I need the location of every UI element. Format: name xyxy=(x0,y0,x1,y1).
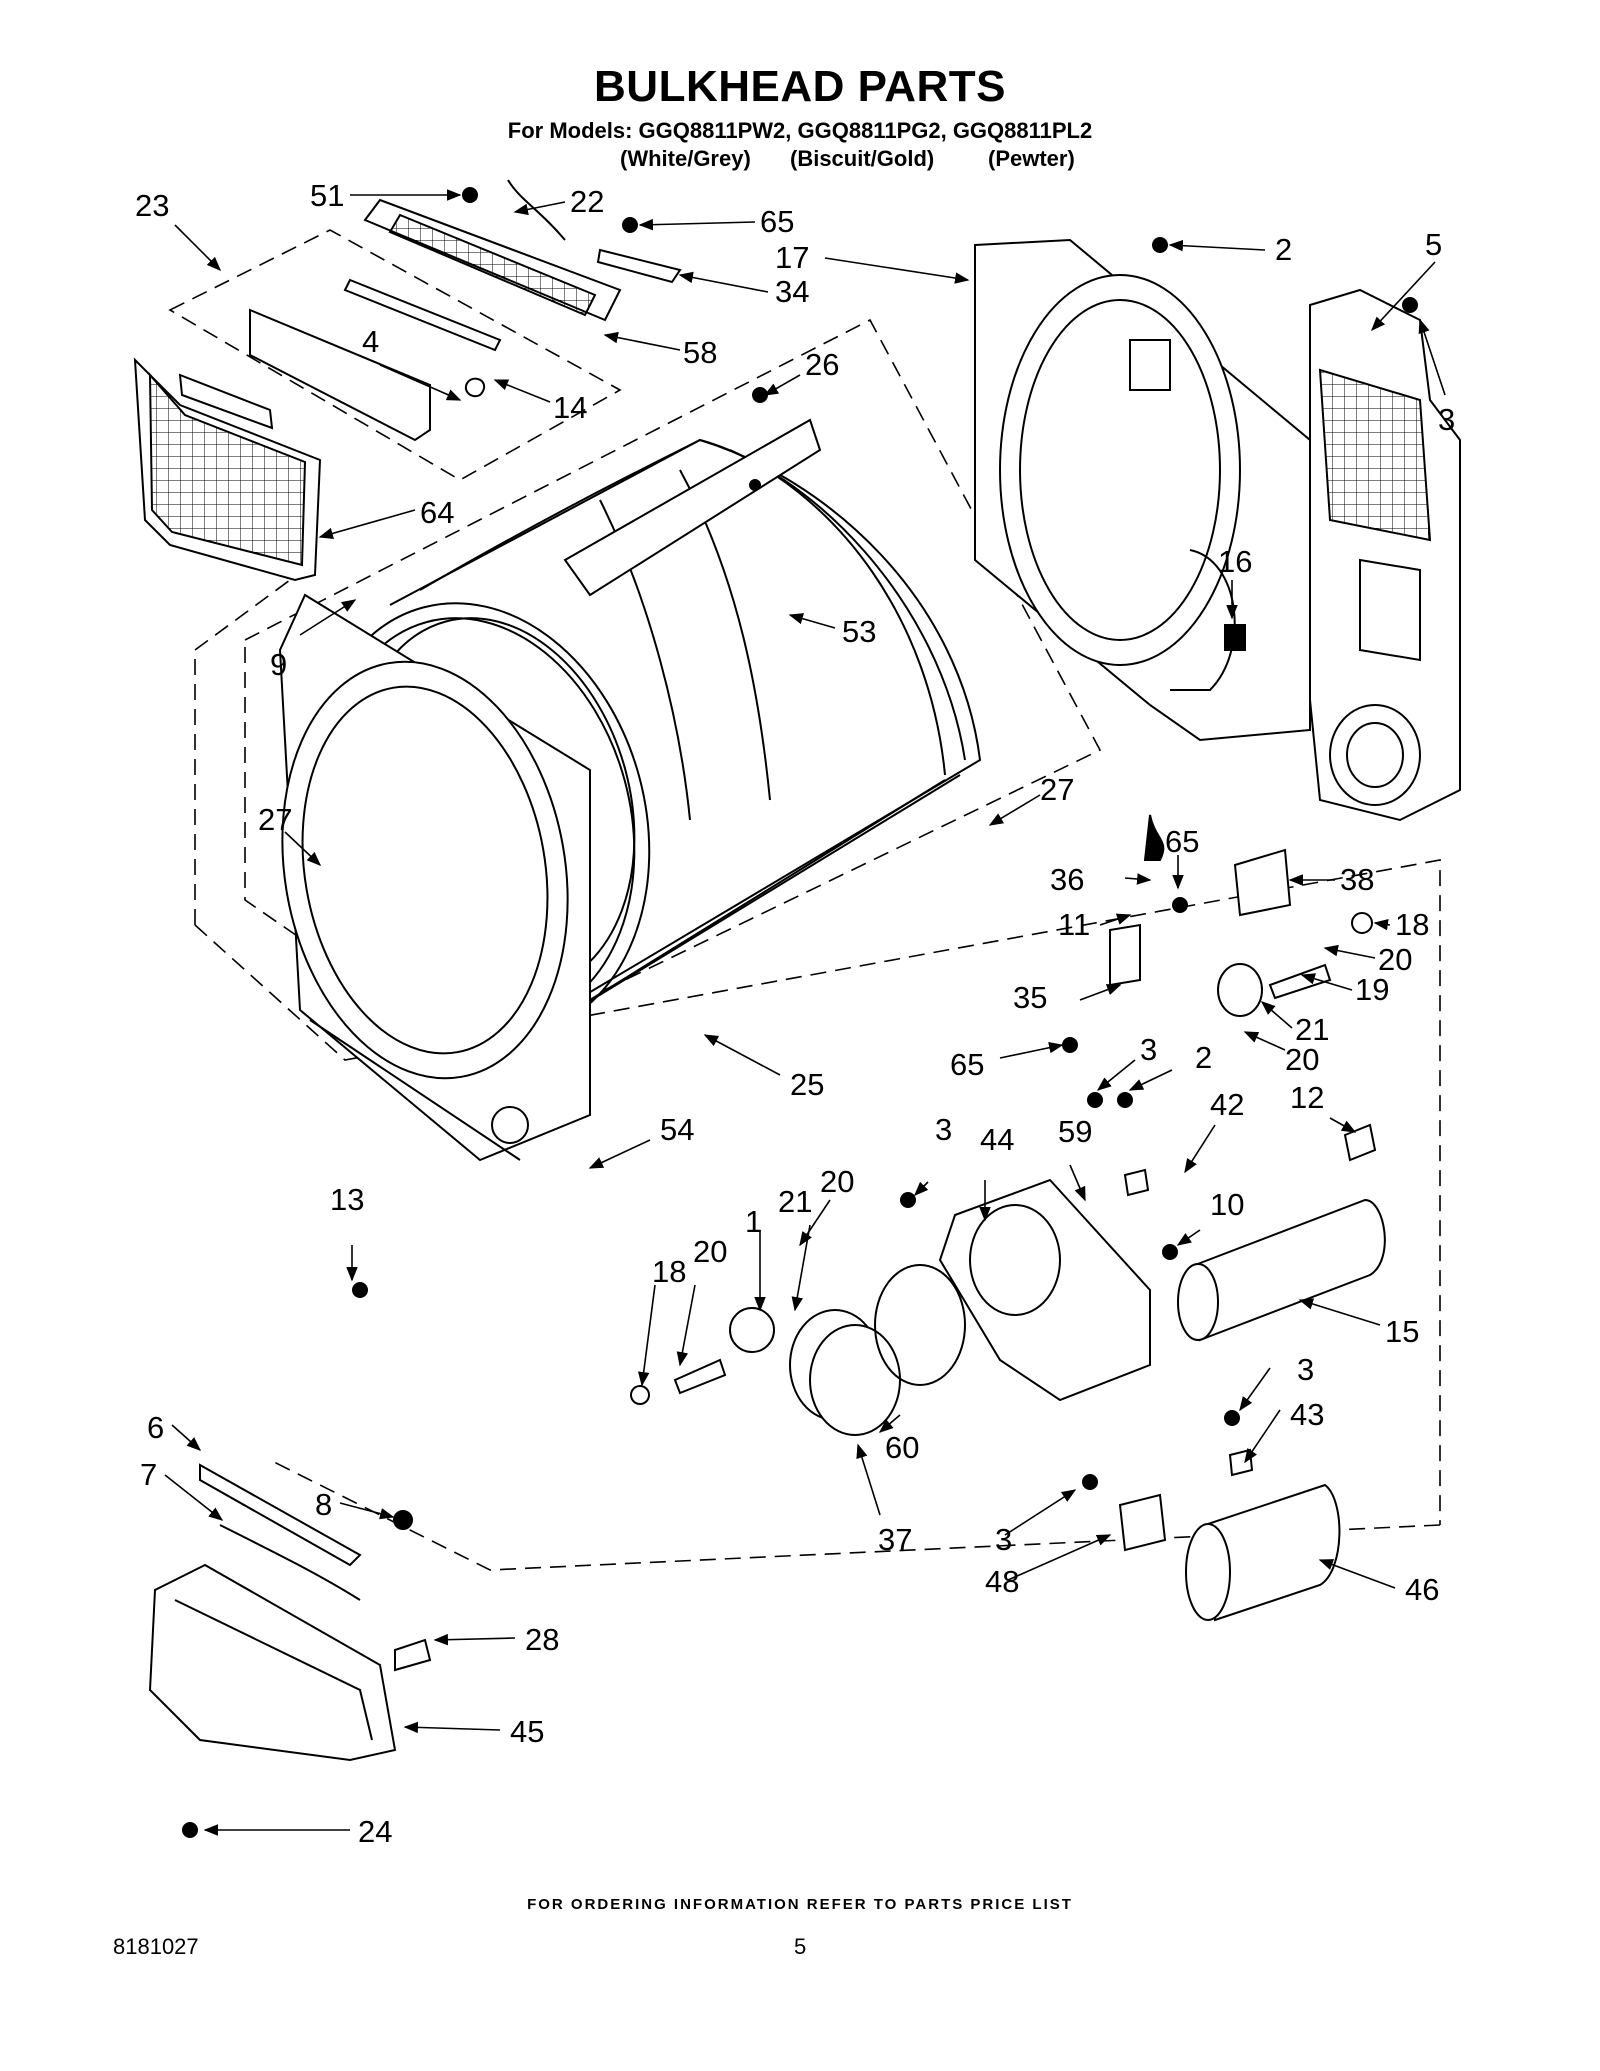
page-title: BULKHEAD PARTS xyxy=(594,62,1006,111)
front-bulkhead xyxy=(278,593,591,1162)
heater-housing xyxy=(1309,288,1461,822)
callout-43: 43 xyxy=(1290,1397,1324,1432)
models-line: For Models: GGQ8811PW2, GGQ8811PG2, GGQ8… xyxy=(507,118,1093,143)
callout-1: 1 xyxy=(745,1204,762,1239)
callout-42: 42 xyxy=(1210,1087,1244,1122)
callout-13: 13 xyxy=(330,1182,364,1217)
callout-17: 17 xyxy=(775,240,809,275)
callout-38: 38 xyxy=(1340,862,1374,897)
callout-10: 10 xyxy=(1210,1187,1244,1222)
lint-duct-parts xyxy=(148,1463,432,1762)
callout-20-lower: 20 xyxy=(1285,1042,1319,1077)
callout-9: 9 xyxy=(270,647,287,682)
callout-3-bracket: 3 xyxy=(995,1522,1012,1557)
callout-11: 11 xyxy=(1058,907,1090,942)
callout-58: 58 xyxy=(683,335,717,370)
callout-3: 3 xyxy=(1438,402,1455,437)
callout-65-lower: 65 xyxy=(950,1047,984,1082)
blower-assembly xyxy=(789,1178,1386,1622)
callout-3-duct: 3 xyxy=(1297,1352,1314,1387)
callout-27-left: 27 xyxy=(258,802,292,837)
callout-28: 28 xyxy=(525,1622,559,1657)
callout-12: 12 xyxy=(1290,1080,1324,1115)
callout-45: 45 xyxy=(510,1714,544,1749)
page-number: 5 xyxy=(794,1934,807,1959)
callout-24: 24 xyxy=(358,1814,392,1849)
callout-26: 26 xyxy=(805,347,839,382)
finish-white-grey: (White/Grey) xyxy=(620,146,751,171)
callout-65: 65 xyxy=(760,204,794,239)
callout-54: 54 xyxy=(660,1112,694,1147)
callout-21-motor: 21 xyxy=(778,1184,812,1219)
callout-20: 20 xyxy=(1378,942,1412,977)
callout-15: 15 xyxy=(1385,1314,1419,1349)
callout-2-mid: 2 xyxy=(1195,1040,1212,1075)
callout-64: 64 xyxy=(420,495,454,530)
finish-biscuit-gold: (Biscuit/Gold) xyxy=(790,146,935,171)
callout-2: 2 xyxy=(1275,232,1292,267)
callout-37: 37 xyxy=(878,1522,912,1557)
callout-6: 6 xyxy=(147,1410,164,1445)
ordering-info-note: FOR ORDERING INFORMATION REFER TO PARTS … xyxy=(527,1896,1073,1913)
callout-16: 16 xyxy=(1218,544,1252,579)
small-hardware xyxy=(182,187,1418,1838)
callout-21: 21 xyxy=(1295,1012,1329,1047)
leader-lines xyxy=(164,189,1446,1836)
callout-18-lower: 18 xyxy=(652,1254,686,1289)
callout-44: 44 xyxy=(980,1122,1014,1157)
callout-59: 59 xyxy=(1058,1114,1092,1149)
callout-labels: 51 22 23 65 17 34 2 5 3 4 14 58 26 64 53… xyxy=(135,178,1455,1849)
finish-pewter: (Pewter) xyxy=(988,146,1075,171)
callout-19: 19 xyxy=(1355,972,1389,1007)
document-number: 8181027 xyxy=(113,1934,199,1959)
callout-35: 35 xyxy=(1013,980,1047,1015)
callout-53: 53 xyxy=(842,614,876,649)
callout-18: 18 xyxy=(1395,907,1429,942)
callout-27-right: 27 xyxy=(1040,772,1074,807)
lint-housing-parts xyxy=(249,179,682,442)
callout-48: 48 xyxy=(985,1564,1019,1599)
rear-bulkhead xyxy=(974,238,1311,742)
callout-60: 60 xyxy=(885,1430,919,1465)
callout-36: 36 xyxy=(1050,862,1084,897)
callout-20-motor: 20 xyxy=(693,1234,727,1269)
callout-25: 25 xyxy=(790,1067,824,1102)
callout-5: 5 xyxy=(1425,227,1442,262)
callout-34: 34 xyxy=(775,274,809,309)
callout-46: 46 xyxy=(1405,1572,1439,1607)
dashed-group-lines xyxy=(168,229,1441,1571)
callout-65-mid: 65 xyxy=(1165,824,1199,859)
callout-22: 22 xyxy=(570,184,604,219)
callout-4: 4 xyxy=(362,324,379,359)
callout-7: 7 xyxy=(140,1457,157,1492)
callout-51: 51 xyxy=(310,178,344,213)
callout-23: 23 xyxy=(135,188,169,223)
callout-14: 14 xyxy=(553,390,587,425)
callout-3-blower: 3 xyxy=(935,1112,952,1147)
callout-8: 8 xyxy=(315,1487,332,1522)
callout-20-top: 20 xyxy=(820,1164,854,1199)
lint-screen xyxy=(133,357,322,582)
callout-3-mid: 3 xyxy=(1140,1032,1157,1067)
